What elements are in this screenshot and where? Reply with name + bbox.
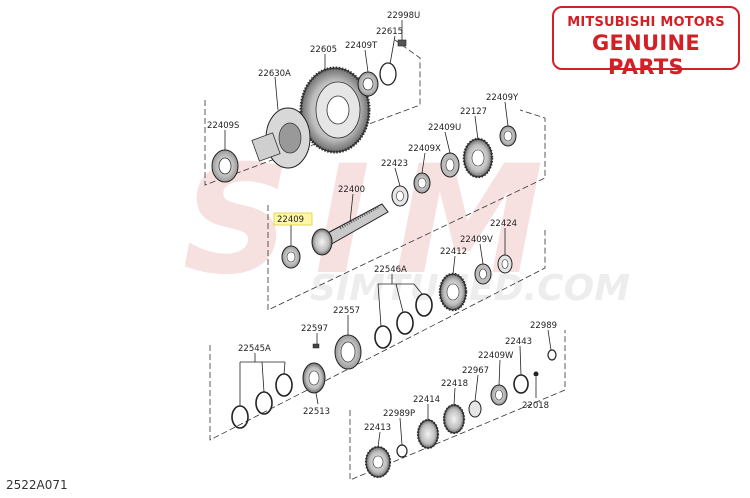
label-22545A[interactable]: 22545A bbox=[238, 344, 271, 354]
label-22409V[interactable]: 22409V bbox=[460, 235, 493, 245]
label-22409X[interactable]: 22409X bbox=[408, 144, 441, 154]
leader-lines bbox=[224, 20, 552, 448]
highlight-22409 bbox=[273, 212, 313, 226]
label-22409S[interactable]: 22409S bbox=[207, 121, 239, 131]
genuine-parts-badge: MITSUBISHI MOTORS GENUINE PARTS bbox=[552, 6, 740, 79]
label-22557[interactable]: 22557 bbox=[333, 306, 360, 316]
label-22513[interactable]: 22513 bbox=[303, 407, 330, 417]
label-22597[interactable]: 22597 bbox=[301, 324, 328, 334]
countershaft-group bbox=[281, 125, 517, 269]
ring-22989 bbox=[547, 349, 557, 361]
label-22423[interactable]: 22423 bbox=[381, 159, 408, 169]
group-frames bbox=[204, 39, 566, 481]
watermark-site: SIMTUNED.COM bbox=[310, 268, 630, 309]
label-22409T[interactable]: 22409T bbox=[345, 41, 378, 51]
part-labels: 22998U 22615 22605 22409T 22630A 22409S … bbox=[207, 11, 557, 433]
label-22998U[interactable]: 22998U bbox=[387, 11, 420, 21]
label-22615[interactable]: 22615 bbox=[376, 27, 403, 37]
label-22605[interactable]: 22605 bbox=[310, 45, 337, 55]
synchro-group bbox=[231, 254, 513, 429]
synchro-ring-22546A-1 bbox=[415, 293, 433, 317]
badge-brand-line: MITSUBISHI MOTORS bbox=[567, 15, 725, 30]
differential-group bbox=[211, 39, 407, 183]
label-22400[interactable]: 22400 bbox=[338, 185, 365, 195]
label-22413[interactable]: 22413 bbox=[364, 423, 391, 433]
label-22967[interactable]: 22967 bbox=[462, 366, 489, 376]
synchro-ring-22545A-2 bbox=[255, 391, 273, 415]
label-22127[interactable]: 22127 bbox=[460, 107, 487, 117]
label-22989[interactable]: 22989 bbox=[530, 321, 557, 331]
label-22409Y[interactable]: 22409Y bbox=[486, 93, 519, 103]
synchro-ring-22546A-2 bbox=[396, 311, 414, 335]
label-22409[interactable]: 22409 bbox=[277, 215, 304, 225]
label-22418[interactable]: 22418 bbox=[441, 379, 468, 389]
label-22630A[interactable]: 22630A bbox=[258, 69, 291, 79]
label-22409W[interactable]: 22409W bbox=[478, 351, 514, 361]
label-22546A[interactable]: 22546A bbox=[374, 265, 407, 275]
label-22018[interactable]: 22018 bbox=[522, 401, 549, 411]
key-22597 bbox=[312, 343, 320, 349]
label-22412[interactable]: 22412 bbox=[440, 247, 467, 257]
label-22424[interactable]: 22424 bbox=[490, 219, 517, 229]
ring-22443 bbox=[513, 374, 529, 394]
shim-22615 bbox=[379, 62, 397, 86]
synchro-ring-22546A-3 bbox=[374, 325, 392, 349]
diagram-code: 2522A071 bbox=[6, 478, 68, 492]
output-group bbox=[364, 349, 557, 479]
ball-22018 bbox=[533, 371, 539, 377]
label-22989P[interactable]: 22989P bbox=[383, 409, 415, 419]
ring-22989P bbox=[396, 444, 408, 458]
label-22414[interactable]: 22414 bbox=[413, 395, 440, 405]
badge-genuine-line: GENUINE PARTS bbox=[591, 31, 701, 79]
collar-22967 bbox=[468, 400, 482, 418]
synchro-ring-22545A-1 bbox=[275, 373, 293, 397]
bolt-22998U bbox=[397, 39, 407, 47]
label-22443[interactable]: 22443 bbox=[505, 337, 532, 347]
label-22409U[interactable]: 22409U bbox=[428, 123, 461, 133]
